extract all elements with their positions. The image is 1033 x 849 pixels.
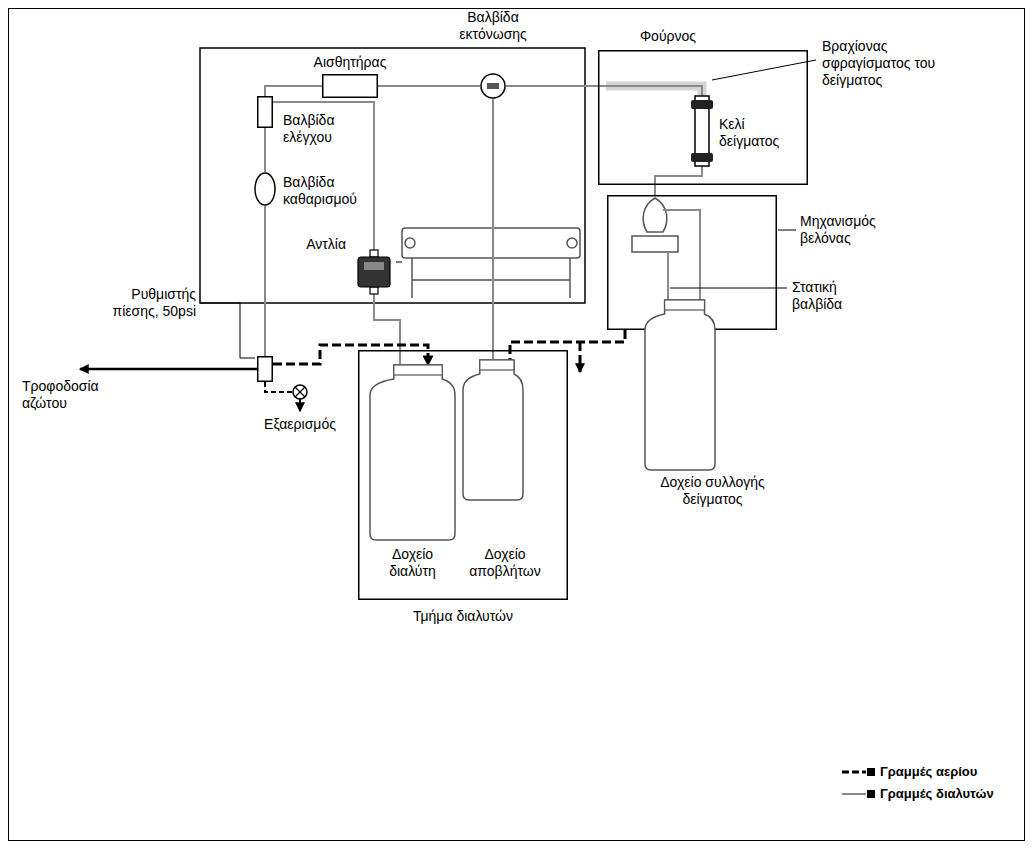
sample-seal-arm (606, 86, 702, 96)
collection-bottle: Δοχείο συλλογής δείγματος (645, 300, 715, 470)
solvent-line (655, 166, 702, 195)
part-name: Κελί δείγματος (719, 116, 793, 150)
part-name: Ρυθμιστής πίεσης, 50psi (90, 286, 196, 320)
relief-valve-outline (480, 73, 506, 99)
part-name: Βαλβίδα εκτόνωσης (448, 9, 538, 43)
vent-line (265, 382, 292, 392)
purge-valve: Βαλβίδα καθαρισμού (254, 172, 276, 206)
solvent-line (492, 99, 494, 360)
sensor-box: Αισθητήρας (322, 74, 378, 98)
solvent-bottle: Δοχείο διαλύτη (370, 365, 455, 540)
pump-outline (352, 250, 396, 294)
part-label: Στατική βαλβίδα (792, 279, 877, 313)
legend-line-sample (842, 766, 876, 778)
oven-box: ΦούρνοςΚελί δείγματος (598, 50, 808, 185)
part-name: Βαλβίδα ελέγχου (283, 112, 373, 146)
solvent-line (378, 85, 480, 87)
pressure-regulator-outline (257, 356, 273, 382)
solvent-line (273, 102, 374, 250)
part-name: Βαλβίδα καθαρισμού (283, 174, 371, 208)
waste-bottle-outline (463, 360, 523, 500)
part-label: Βραχίονας σφραγίσματος του δείγματος (822, 38, 942, 88)
sensor-box-outline (322, 74, 378, 98)
vent-label: Εξαερισμός (255, 416, 345, 433)
check-valve: Βαλβίδα ελέγχου (257, 96, 273, 128)
solvent-line (265, 86, 322, 96)
part-name: Δοχείο αποβλήτων (460, 546, 550, 580)
legend-line-sample (842, 788, 876, 800)
vent-valve-symbol (293, 385, 307, 411)
part-name: Φούρνος (618, 28, 718, 45)
sample-cell-outline (693, 96, 711, 166)
pressure-regulator: Ρυθμιστής πίεσης, 50psi (257, 356, 273, 382)
part-name: Δοχείο διαλύτη (368, 546, 458, 580)
purge-valve-outline (254, 172, 276, 206)
part-name: Τμήμα διαλυτών (363, 608, 563, 625)
part-name: Δοχείο συλλογής δείγματος (650, 474, 775, 508)
legend-text: Γραμμές διαλυτών (880, 786, 994, 802)
legend-text: Γραμμές αερίου (880, 764, 977, 780)
part-name: Αντλία (286, 236, 346, 253)
part-name: Μηχανισμός βελόνας (800, 213, 910, 247)
leader-lines (200, 60, 816, 358)
nitrogen-feed-line (80, 368, 257, 371)
supply-label: Τροφοδοσία αζώτου (22, 378, 117, 412)
solvent-bottle-outline (370, 365, 455, 540)
solvent-line (264, 128, 266, 172)
check-valve-outline (257, 96, 273, 128)
solvent-line (264, 206, 266, 356)
needle-mechanism-parts (632, 198, 700, 300)
gas-exhaust-arrow (579, 342, 582, 372)
solvent-line (374, 294, 400, 365)
solvent-line (506, 86, 702, 96)
sample-cell: Κελί δείγματος (693, 96, 711, 166)
gas-line (273, 345, 428, 365)
outer-frame (9, 9, 1025, 841)
pump-frame (396, 228, 580, 298)
part-name: Αισθητήρας (295, 54, 405, 71)
solvent-section: Τμήμα διαλυτώνΔοχείο διαλύτηΔοχείο αποβλ… (358, 350, 568, 600)
collection-bottle-outline (645, 300, 715, 470)
waste-bottle: Δοχείο αποβλήτων (463, 360, 523, 500)
pump: Αντλία (352, 250, 396, 294)
relief-valve: Βαλβίδα εκτόνωσης (480, 73, 506, 99)
